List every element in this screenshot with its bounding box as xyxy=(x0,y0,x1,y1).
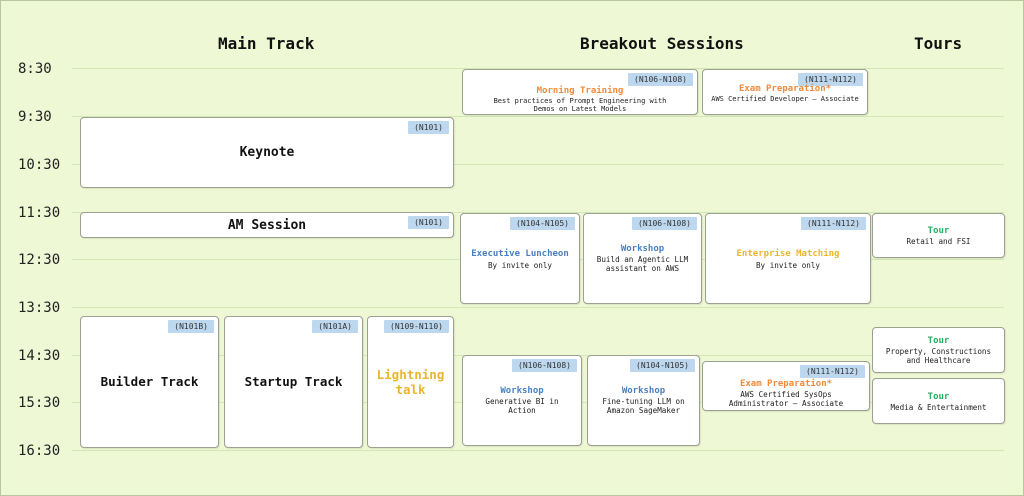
time-label: 13:30 xyxy=(18,300,61,316)
session-am[interactable]: (N101) AM Session xyxy=(80,212,454,238)
time-label: 11:30 xyxy=(18,205,61,221)
session-title: Workshop xyxy=(621,386,666,396)
gridline xyxy=(72,68,1004,69)
gridline xyxy=(72,307,1004,308)
room-tag: (N101) xyxy=(408,121,449,134)
room-tag: (N104-N105) xyxy=(630,359,695,372)
room-tag: (N106-N108) xyxy=(628,73,693,86)
tour-description: Media & Entertainment xyxy=(890,403,987,412)
session-executive-luncheon[interactable]: (N104-N105) Executive Luncheon By invite… xyxy=(460,213,580,304)
session-title: Exam Preparation* xyxy=(738,84,832,94)
session-title: Lightning talk xyxy=(376,367,445,397)
gridline xyxy=(72,450,1004,451)
header-tours: Tours xyxy=(914,34,963,53)
tour-media[interactable]: Tour Media & Entertainment xyxy=(872,378,1005,424)
session-lightning-talk[interactable]: (N109-N110) Lightning talk xyxy=(367,316,454,448)
session-title: Executive Luncheon xyxy=(471,249,569,259)
session-title: AM Session xyxy=(227,218,307,233)
time-label: 8:30 xyxy=(18,61,52,77)
time-label: 12:30 xyxy=(18,252,61,268)
session-title: Keynote xyxy=(239,145,295,160)
header-main-track: Main Track xyxy=(218,34,315,53)
room-tag: (N104-N105) xyxy=(510,217,575,230)
session-description: Fine-tuning LLM on Amazon SageMaker xyxy=(602,397,685,415)
room-tag: (N111-N112) xyxy=(801,217,866,230)
session-description: AWS Certified Developer – Associate xyxy=(711,95,859,103)
room-tag: (N109-N110) xyxy=(384,320,449,333)
session-title: Exam Preparation* xyxy=(739,379,833,389)
session-description: By invite only xyxy=(487,261,552,270)
session-exam-preparation[interactable]: (N111-N112) Exam Preparation* AWS Certif… xyxy=(702,69,868,115)
session-description: Best practices of Prompt Engineering wit… xyxy=(493,97,667,113)
session-builder-track[interactable]: (N101B) Builder Track xyxy=(80,316,219,448)
session-description: Build an Agentic LLM assistant on AWS xyxy=(596,255,689,273)
session-title: Enterprise Matching xyxy=(736,249,840,259)
room-tag: (N101B) xyxy=(168,320,214,333)
session-title: Workshop xyxy=(620,244,665,254)
tour-description: Retail and FSI xyxy=(906,237,971,246)
room-tag: (N101) xyxy=(408,216,449,229)
session-keynote[interactable]: (N101) Keynote xyxy=(80,117,454,188)
session-morning-training[interactable]: (N106-N108) Morning Training Best practi… xyxy=(462,69,698,115)
tour-retail[interactable]: Tour Retail and FSI xyxy=(872,213,1005,258)
session-title: Morning Training xyxy=(536,86,624,96)
time-label: 9:30 xyxy=(18,109,52,125)
session-title: Builder Track xyxy=(100,374,199,389)
session-workshop-genbi[interactable]: (N106-N108) Workshop Generative BI in Ac… xyxy=(462,355,582,446)
session-title: Startup Track xyxy=(244,374,343,389)
gridline xyxy=(72,116,1004,117)
time-label: 16:30 xyxy=(18,443,61,459)
room-tag: (N111-N112) xyxy=(800,365,865,378)
session-description: By invite only xyxy=(755,261,820,270)
time-label: 10:30 xyxy=(18,157,61,173)
session-enterprise-matching[interactable]: (N111-N112) Enterprise Matching By invit… xyxy=(705,213,871,304)
session-workshop-agentic[interactable]: (N106-N108) Workshop Build an Agentic LL… xyxy=(583,213,702,304)
time-label: 15:30 xyxy=(18,395,61,411)
room-tag: (N106-N108) xyxy=(512,359,577,372)
session-startup-track[interactable]: (N101A) Startup Track xyxy=(224,316,363,448)
session-workshop-finetuning[interactable]: (N104-N105) Workshop Fine-tuning LLM on … xyxy=(587,355,700,446)
room-tag: (N111-N112) xyxy=(798,73,863,86)
session-description: AWS Certified SysOps Administrator – Ass… xyxy=(728,390,844,408)
tour-property[interactable]: Tour Property, Constructions and Healthc… xyxy=(872,327,1005,373)
room-tag: (N101A) xyxy=(312,320,358,333)
tour-title: Tour xyxy=(927,392,950,402)
session-exam-preparation-sysops[interactable]: (N111-N112) Exam Preparation* AWS Certif… xyxy=(702,361,870,411)
session-title: Workshop xyxy=(500,386,544,396)
header-breakout-sessions: Breakout Sessions xyxy=(580,34,744,53)
tour-title: Tour xyxy=(927,226,950,236)
tour-title: Tour xyxy=(927,336,950,346)
gridline xyxy=(72,164,1004,165)
room-tag: (N106-N108) xyxy=(632,217,697,230)
time-label: 14:30 xyxy=(18,348,61,364)
tour-description: Property, Constructions and Healthcare xyxy=(885,347,992,365)
session-description: Generative BI in Action xyxy=(485,397,559,415)
gridline xyxy=(72,212,1004,213)
